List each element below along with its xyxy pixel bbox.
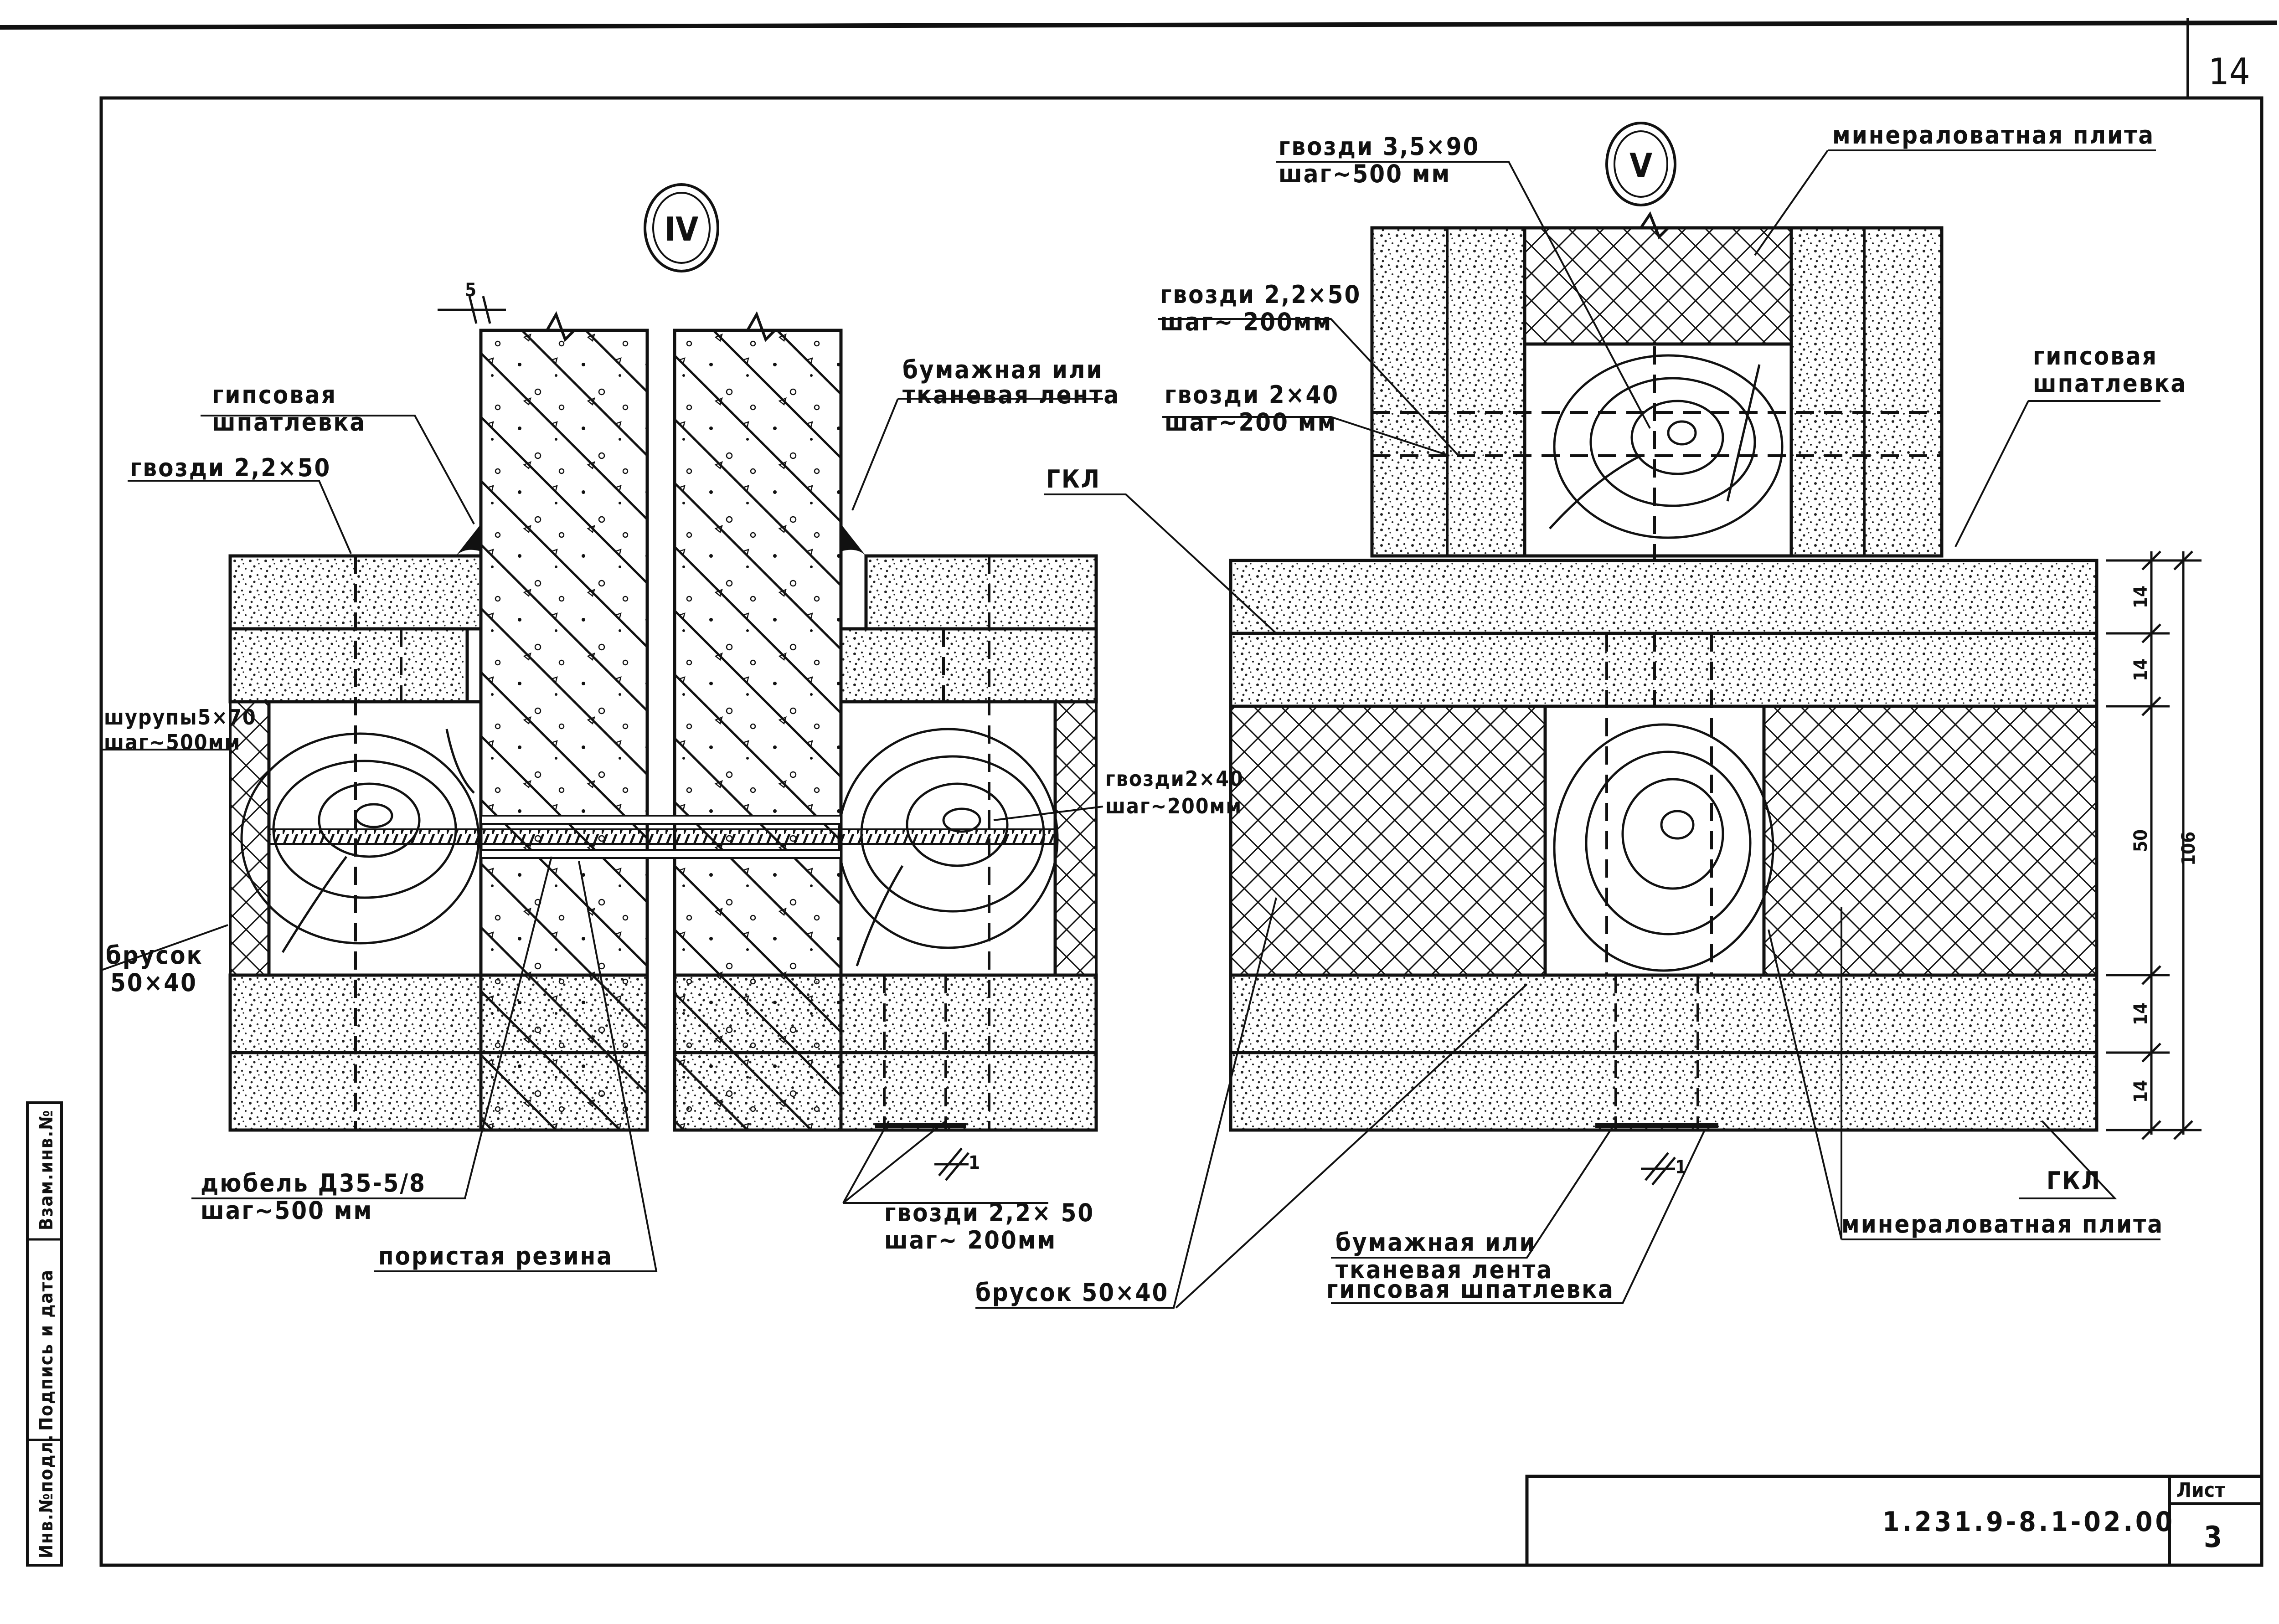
label-dowel-2: шаг~500 мм — [201, 1196, 373, 1225]
label-mineral-top: минераловатная плита — [1832, 121, 2155, 149]
plaster-fillet-right — [841, 524, 866, 556]
dimension-chain — [2106, 550, 2202, 1140]
label-nails-2x40-1: гвозди 2×40 — [1165, 380, 1339, 409]
leaders-v — [1044, 149, 2160, 1309]
gkl-upper-right-1 — [864, 554, 1098, 631]
label-tape-bottom-2: тканевая лента — [1335, 1255, 1553, 1284]
label-plaster-left-1: гипсовая — [212, 380, 337, 409]
ref-mark-v: 1 — [1641, 1152, 1686, 1186]
label-nails-2x40-1: гвозди2×40 — [1105, 766, 1244, 791]
gkl-top-1 — [1229, 559, 2099, 635]
stamp-inv-podl: Инв.№подл. — [36, 1434, 57, 1558]
stamp-vzam-inv: Взам.инв.№ — [36, 1109, 57, 1230]
dim-3: 50 — [2130, 829, 2151, 852]
detail-iv-marker: IV — [644, 183, 719, 272]
label-nails-2x40-2: шаг~200 мм — [1165, 408, 1337, 437]
label-plaster-left-2: шпатлевка — [212, 408, 366, 437]
label-tape-bottom-1: бумажная или — [1335, 1228, 1537, 1257]
detail-v-marker: V — [1605, 122, 1676, 206]
gkl-lower-left-1 — [228, 973, 649, 1054]
label-plaster-1: гипсовая — [2033, 342, 2158, 370]
stamp-signature: Подпись и дата — [36, 1269, 57, 1431]
porous-rubber-strip — [480, 815, 842, 825]
label-screws-2: шаг~500мм — [104, 730, 241, 755]
wall-break-right — [675, 311, 841, 342]
gkl-lower-left-2 — [228, 1051, 649, 1132]
dim-1: 14 — [2130, 586, 2151, 608]
label-nails-22x50: гвозди 2,2×50 — [130, 453, 331, 482]
mineral-wool-left — [1229, 704, 1547, 977]
detail-v-label: V — [1629, 146, 1652, 185]
label-nails-2x40-2: шаг~200мм — [1105, 794, 1242, 818]
upper-gkl-right — [1789, 226, 1944, 558]
gap-dimension: 5 — [438, 280, 506, 324]
detail-iv-label: IV — [665, 210, 698, 248]
ref-mark-iv-label: 1 — [969, 1152, 980, 1173]
ref-mark-iv: 1 — [934, 1147, 980, 1181]
porous-rubber-strip-2 — [480, 849, 842, 859]
upper-timber-bar — [1523, 342, 1793, 558]
detail-v: V — [1044, 121, 2202, 1309]
side-stamp: Инв.№подл. Подпись и дата Взам.инв.№ — [26, 1101, 63, 1567]
page-number: 14 — [2208, 51, 2250, 93]
gkl-upper-left-2 — [228, 627, 469, 704]
dim-total: 106 — [2178, 832, 2199, 866]
label-bar-1: брусок — [106, 941, 203, 970]
screw — [268, 828, 1056, 845]
gkl-bottom-1 — [1229, 973, 2099, 1054]
label-nails-22x50-1: гвозди 2,2×50 — [1160, 280, 1361, 309]
title-block: 1.231.9-8.1-02.00 Лист 3 — [1525, 1475, 2264, 1567]
list-label: Лист — [2176, 1479, 2225, 1502]
ref-mark-v-label: 1 — [1675, 1157, 1686, 1178]
wall-break-left — [481, 311, 647, 342]
sheet-frame — [0, 18, 2277, 1567]
plaster-fillet-left — [456, 524, 481, 556]
dim-4: 14 — [2130, 1002, 2151, 1025]
label-screws-1: шурупы5×70 — [104, 705, 257, 730]
gap-dimension-value: 5 — [465, 280, 476, 301]
designation: 1.231.9-8.1-02.00 — [1882, 1506, 2175, 1538]
label-tape-bottom-3: гипсовая шпатлевка — [1326, 1275, 1614, 1304]
nails-iv — [354, 556, 990, 1130]
list-number: 3 — [2204, 1521, 2222, 1554]
gkl-top-2 — [1229, 632, 2099, 708]
wall-break-top — [1372, 211, 1942, 240]
dim-2: 14 — [2130, 658, 2151, 681]
label-dowel-1: дюбель Д35-5/8 — [201, 1169, 426, 1197]
upper-mineral-wool — [1523, 226, 1793, 346]
label-tape-2: тканевая лента — [902, 380, 1120, 409]
label-plaster-2: шпатлевка — [2033, 369, 2187, 398]
label-gkl: ГКЛ — [1046, 465, 1101, 493]
mineral-wool-right — [1762, 704, 2099, 977]
gkl-upper-right-2 — [839, 627, 1098, 704]
detail-iv: IV 5 — [100, 183, 1277, 1309]
label-bar-2: 50×40 — [110, 968, 197, 997]
nails-v — [1372, 346, 1942, 1130]
label-nails-22x50-2: шаг~ 200мм — [1160, 308, 1332, 336]
dim-5: 14 — [2130, 1080, 2151, 1103]
label-porous-rubber: пористая резина — [378, 1242, 613, 1270]
label-bar-bottom: брусок 50×40 — [975, 1278, 1169, 1307]
gkl-bottom-2 — [1229, 1051, 2099, 1132]
label-nails-bottom-2: шаг~ 200мм — [884, 1226, 1057, 1254]
label-nails-35x90-2: шаг~500 мм — [1279, 159, 1451, 188]
label-nails-35x90-1: гвозди 3,5×90 — [1279, 132, 1480, 161]
lower-timber-bar — [1543, 704, 1774, 977]
label-nails-bottom-1: гвозди 2,2× 50 — [884, 1198, 1094, 1227]
label-gkl-bottom: ГКЛ — [2047, 1167, 2101, 1195]
label-mineral-bottom: минераловатная плита — [1841, 1210, 2164, 1239]
label-tape-1: бумажная или — [902, 355, 1103, 384]
